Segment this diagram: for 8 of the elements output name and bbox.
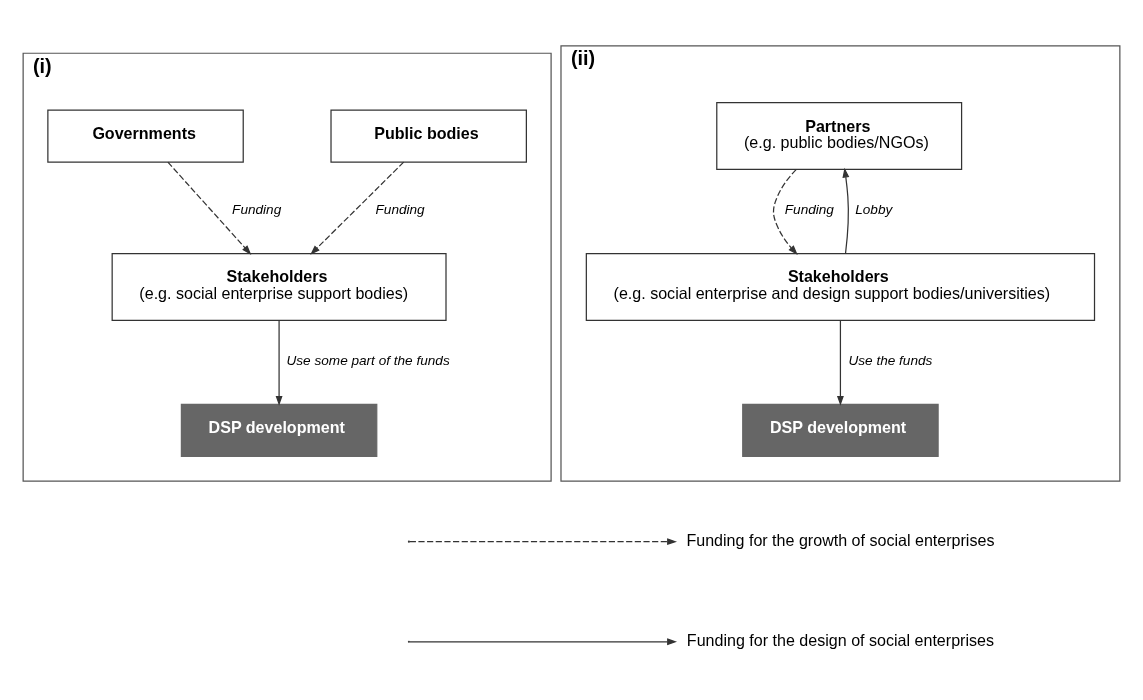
edge-label: Use some part of the funds [286, 352, 450, 368]
legend-label: Funding for the design of social enterprises [686, 631, 994, 649]
edge-label: Use the funds [848, 352, 933, 368]
edge-label: Funding [232, 201, 282, 217]
edge-label: Funding [375, 201, 425, 217]
edge-label: Funding [784, 201, 834, 217]
edge-label: Lobby [855, 201, 893, 217]
legend-label: Funding for the growth of social enterprises [686, 530, 995, 549]
